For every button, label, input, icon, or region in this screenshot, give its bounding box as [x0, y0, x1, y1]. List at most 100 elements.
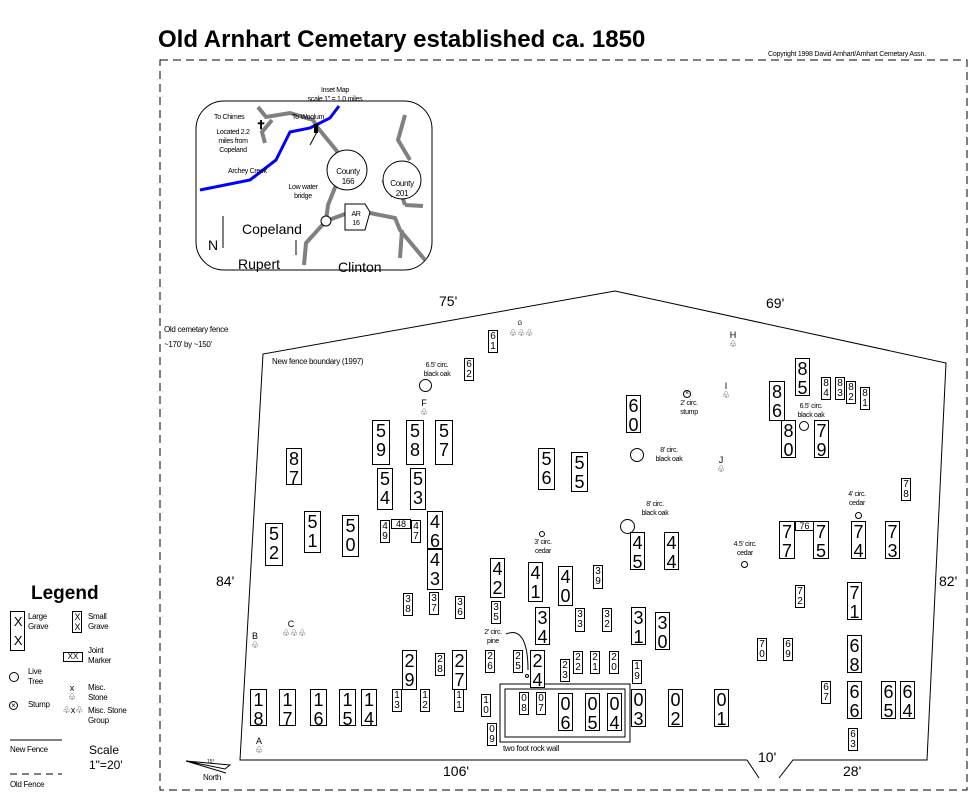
grave-58[interactable]: 58	[406, 420, 424, 465]
grave-07[interactable]: 07	[536, 692, 546, 715]
grave-84[interactable]: 84	[821, 377, 831, 400]
grave-77[interactable]: 77	[779, 521, 795, 561]
grave-19[interactable]: 19	[632, 660, 642, 684]
grave-34[interactable]: 34	[535, 607, 550, 647]
grave-02[interactable]: 02	[668, 689, 683, 729]
grave-44[interactable]: 44	[664, 532, 679, 572]
grave-64[interactable]: 64	[900, 681, 915, 721]
grave-69[interactable]: 69	[783, 638, 793, 661]
grave-35[interactable]: 35	[491, 601, 501, 624]
grave-13[interactable]: 13	[392, 689, 402, 712]
grave-16[interactable]: 16	[310, 689, 327, 729]
grave-17[interactable]: 17	[279, 689, 296, 729]
grave-06[interactable]: 06	[558, 693, 573, 733]
grave-09[interactable]: 09	[487, 723, 497, 746]
copeland-marker	[320, 215, 332, 227]
grave-71[interactable]: 71	[847, 582, 862, 622]
grave-80[interactable]: 80	[781, 420, 796, 460]
grave-03[interactable]: 03	[631, 689, 646, 729]
grave-65[interactable]: 65	[881, 681, 896, 721]
grave-59[interactable]: 59	[372, 420, 390, 465]
grave-53[interactable]: 53	[410, 468, 426, 510]
grave-25[interactable]: 25	[513, 650, 523, 673]
grave-31[interactable]: 31	[631, 607, 646, 647]
bridge-icon	[314, 124, 318, 133]
grave-81[interactable]: 81	[860, 387, 870, 410]
tree-icon	[799, 421, 809, 431]
grave-49[interactable]: 49	[380, 520, 390, 543]
grave-54[interactable]: 54	[377, 468, 393, 510]
grave-79[interactable]: 79	[814, 420, 829, 460]
grave-76-joint[interactable]: 76	[795, 521, 814, 531]
dim-gate: 10'	[758, 749, 777, 765]
legend-live-tree-label: Live Tree	[28, 667, 43, 686]
grave-82[interactable]: 82	[846, 381, 856, 404]
grave-63[interactable]: 63	[848, 728, 858, 751]
stone-h: H♧	[728, 330, 738, 349]
legend-old-fence-label: Old Fence	[10, 780, 45, 789]
grave-40[interactable]: 40	[558, 566, 573, 606]
grave-75[interactable]: 75	[813, 521, 829, 561]
grave-37[interactable]: 37	[429, 592, 439, 615]
grave-15[interactable]: 15	[339, 689, 356, 729]
grave-36[interactable]: 36	[455, 596, 465, 619]
grave-47[interactable]: 47	[411, 520, 421, 543]
grave-67[interactable]: 67	[821, 681, 831, 704]
grave-18[interactable]: 18	[250, 689, 267, 729]
grave-29[interactable]: 29	[402, 650, 417, 690]
grave-11[interactable]: 11	[454, 689, 464, 712]
grave-23[interactable]: 23	[560, 659, 570, 682]
grave-32[interactable]: 32	[602, 608, 612, 632]
grave-57[interactable]: 57	[435, 420, 453, 465]
grave-51[interactable]: 51	[304, 511, 321, 553]
grave-46[interactable]: 46	[427, 511, 443, 551]
grave-12[interactable]: 12	[420, 689, 430, 712]
grave-61[interactable]: 61	[488, 330, 498, 353]
grave-10[interactable]: 10	[481, 694, 491, 717]
tree-label: 2' circ. pine	[484, 629, 502, 645]
grave-21[interactable]: 21	[590, 651, 600, 674]
grave-48-joint[interactable]: 48	[391, 519, 411, 529]
grave-85[interactable]: 85	[795, 358, 810, 398]
grave-39[interactable]: 39	[593, 565, 603, 589]
grave-43[interactable]: 43	[427, 549, 443, 590]
tree-label: 4' circ. cedar	[848, 491, 866, 507]
grave-28[interactable]: 28	[435, 653, 445, 676]
grave-04[interactable]: 04	[607, 693, 622, 733]
grave-70[interactable]: 70	[757, 638, 767, 661]
gate-post	[746, 759, 760, 779]
grave-74[interactable]: 74	[851, 521, 866, 561]
grave-30[interactable]: 30	[655, 612, 670, 652]
grave-08[interactable]: 08	[519, 692, 529, 715]
dim-top-right: 69'	[766, 295, 785, 311]
grave-68[interactable]: 68	[847, 635, 862, 675]
grave-87[interactable]: 87	[286, 448, 302, 488]
grave-62[interactable]: 62	[464, 358, 474, 381]
grave-73[interactable]: 73	[885, 521, 900, 561]
inset-north: N	[208, 237, 219, 253]
grave-66[interactable]: 66	[847, 681, 862, 721]
grave-72[interactable]: 72	[795, 585, 805, 608]
grave-78[interactable]: 78	[901, 478, 911, 501]
grave-52[interactable]: 52	[265, 523, 283, 566]
grave-20[interactable]: 20	[609, 651, 619, 674]
grave-83[interactable]: 83	[835, 377, 845, 400]
grave-22[interactable]: 22	[573, 651, 583, 674]
grave-60[interactable]: 60	[626, 395, 641, 435]
grave-45[interactable]: 45	[630, 532, 645, 572]
grave-42[interactable]: 42	[490, 558, 505, 598]
grave-86[interactable]: 86	[769, 381, 785, 421]
grave-38[interactable]: 38	[403, 593, 413, 616]
grave-26[interactable]: 26	[485, 650, 495, 673]
grave-55[interactable]: 55	[571, 452, 588, 492]
grave-05[interactable]: 05	[585, 693, 600, 733]
grave-14[interactable]: 14	[361, 689, 377, 729]
grave-56[interactable]: 56	[538, 448, 555, 490]
grave-27[interactable]: 27	[452, 650, 467, 690]
rock-wall-inner	[504, 688, 626, 738]
grave-50[interactable]: 50	[342, 515, 359, 557]
grave-33[interactable]: 33	[575, 608, 585, 632]
grave-24[interactable]: 24	[530, 650, 545, 690]
grave-41[interactable]: 41	[528, 562, 543, 602]
grave-01[interactable]: 01	[714, 689, 729, 729]
